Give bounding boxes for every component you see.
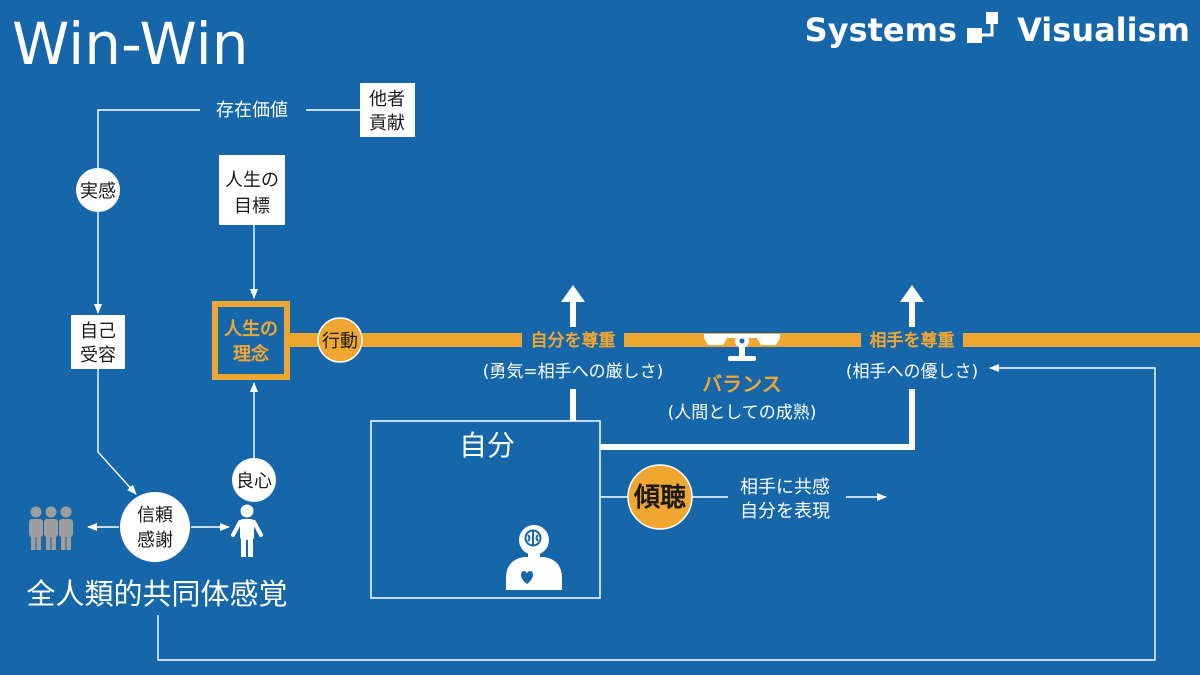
- connector-self-to-respect-other: [600, 389, 915, 450]
- balance-note: (人間としての成熟): [668, 402, 817, 423]
- trust-gratitude-line1: 信頼: [137, 505, 173, 526]
- life-goal-line1: 人生の: [225, 170, 279, 191]
- self-box: 自分: [370, 420, 601, 599]
- listening-node: 傾聴: [627, 464, 693, 530]
- action-node: 行動: [317, 317, 363, 363]
- respect-other-label: 相手を尊重: [870, 330, 955, 351]
- self-label: 自分: [459, 429, 515, 462]
- connector-existence-to-realization: [97, 109, 200, 168]
- life-goal-box: 人生の 目標: [219, 155, 285, 225]
- connector-acceptance-to-trust: [97, 369, 137, 495]
- existence-value-label: 存在価値: [216, 100, 288, 121]
- other-contribution-line1: 他者: [369, 89, 405, 110]
- life-philosophy-box: 人生の 理念: [212, 301, 290, 380]
- people-icon: [29, 506, 73, 550]
- scale-icon: [704, 334, 780, 361]
- self-acceptance-line2: 受容: [80, 345, 116, 366]
- respect-self-label: 自分を尊重: [531, 330, 616, 351]
- listening-effect-empathy: 相手に共感: [740, 477, 830, 498]
- brand-logo: Systems Visualism: [805, 11, 1190, 49]
- person-icon: [231, 504, 263, 557]
- conscience-label: 良心: [236, 471, 272, 492]
- flowchart-icon: [967, 12, 998, 43]
- realization-label: 実感: [80, 181, 116, 202]
- brand-word-right: Visualism: [1017, 11, 1190, 49]
- trust-gratitude-line2: 感謝: [137, 530, 173, 551]
- community-feeling-label: 全人類的共同体感覚: [26, 577, 287, 611]
- other-contribution-line2: 貢献: [369, 113, 405, 134]
- respect-self-label-bg: [522, 329, 624, 351]
- self-acceptance-box: 自己 受容: [71, 315, 125, 369]
- self-acceptance-line1: 自己: [80, 321, 116, 342]
- respect-other-up-arrow: [900, 285, 924, 327]
- brand-word-left: Systems: [805, 11, 957, 49]
- respect-other-note: (相手への優しさ): [846, 362, 978, 382]
- listening-effect-expression: 自分を表現: [740, 501, 830, 522]
- conscience-node: 良心: [232, 458, 276, 502]
- life-goal-line2: 目標: [234, 196, 270, 217]
- realization-node: 実感: [76, 168, 120, 212]
- head-brain-heart-icon: [506, 525, 562, 590]
- respect-self-up-arrow: [561, 285, 585, 327]
- balance-label: バランス: [702, 372, 782, 396]
- page-title: Win-Win: [12, 10, 248, 78]
- respect-self-note: (勇気=相手への厳しさ): [483, 362, 664, 382]
- trust-gratitude-node: 信頼 感謝: [120, 492, 190, 562]
- feedback-loop-connector: [157, 364, 1156, 661]
- respect-other-label-bg: [861, 329, 963, 351]
- life-philosophy-line2: 理念: [233, 343, 269, 365]
- action-label: 行動: [322, 331, 358, 352]
- life-philosophy-line1: 人生の: [224, 318, 278, 340]
- other-contribution-box: 他者 貢献: [360, 83, 415, 137]
- listening-label: 傾聴: [633, 483, 686, 513]
